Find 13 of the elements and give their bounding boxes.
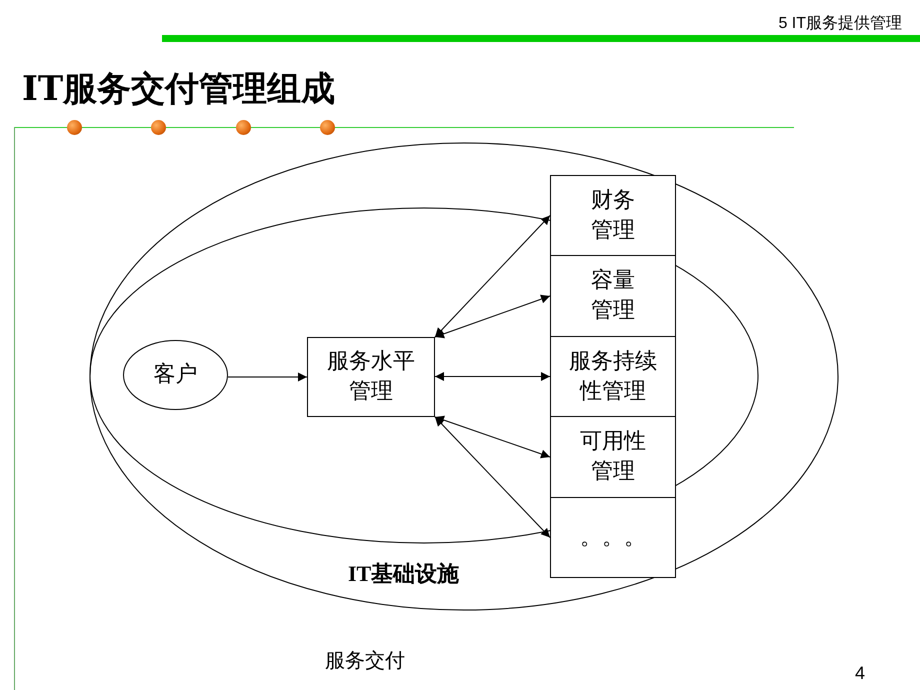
page-number: 4	[855, 662, 866, 685]
arrow	[434, 215, 550, 338]
region-label: IT基础设施	[348, 560, 460, 588]
arrow	[434, 416, 550, 538]
caption-text: 服务交付	[325, 649, 405, 674]
slide-title: IT服务交付管理组成	[22, 68, 336, 111]
arrow	[228, 372, 308, 382]
process-box: 服务水平管理	[307, 337, 435, 417]
header-text: 5 IT服务提供管理	[778, 14, 902, 34]
arrow	[434, 416, 550, 458]
ellipse-node: 客户	[123, 340, 228, 410]
arrow	[434, 372, 550, 381]
arrow	[434, 294, 550, 338]
